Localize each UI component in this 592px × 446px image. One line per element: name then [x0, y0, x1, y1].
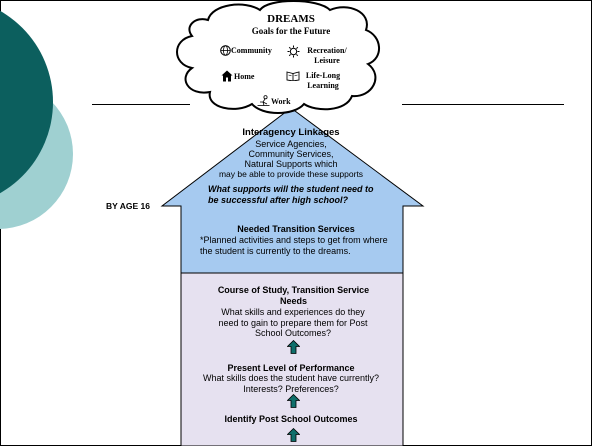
cloud-item-recreation: Recreation/ Leisure	[307, 46, 347, 65]
cloud-item-lifelong: Life-Long Learning	[305, 71, 341, 90]
linkages-line-4: may be able to provide these supports	[218, 169, 364, 179]
up-arrow-icon	[287, 428, 300, 442]
globe-icon	[220, 45, 231, 56]
cloud-title: DREAMS	[267, 13, 315, 25]
side-label: BY AGE 16	[106, 201, 150, 211]
outcomes-title: Identify Post School Outcomes	[224, 414, 358, 424]
cloud-item-community: Community	[231, 46, 272, 55]
dark-teal-circle	[0, 10, 53, 194]
worker-icon	[257, 95, 270, 106]
plop-text: What skills does the student have curren…	[202, 373, 380, 394]
linkages-line-1: Service Agencies,	[255, 139, 327, 149]
cloud-item-home: Home	[234, 72, 255, 81]
services-title: Needed Transition Services	[237, 224, 355, 234]
services-text: *Planned activities and steps to get fro…	[200, 235, 388, 256]
course-text: What skills and experiences do they need…	[218, 307, 368, 338]
cloud-shape	[176, 0, 380, 114]
plop-title: Present Level of Performance	[227, 363, 355, 373]
house-icon	[221, 70, 233, 82]
sun-icon	[287, 45, 300, 58]
up-arrow-icon	[287, 340, 300, 354]
linkages-line-3: Natural Supports which	[244, 159, 338, 169]
up-arrow-icon	[287, 394, 300, 408]
linkages-title: Interagency Linkages	[242, 127, 340, 138]
foundation-box	[180, 272, 404, 446]
course-title: Course of Study, Transition Service Need…	[217, 285, 370, 306]
cloud-subtitle: Goals for the Future	[251, 26, 331, 36]
cloud-item-work: Work	[271, 97, 291, 106]
book-icon	[286, 71, 300, 81]
divider-line-left	[92, 104, 190, 105]
decorative-circles	[0, 10, 73, 229]
linkages-line-2: Community Services,	[248, 149, 334, 159]
support-question: What supports will the student need to b…	[208, 184, 374, 205]
divider-line-right	[402, 104, 564, 105]
